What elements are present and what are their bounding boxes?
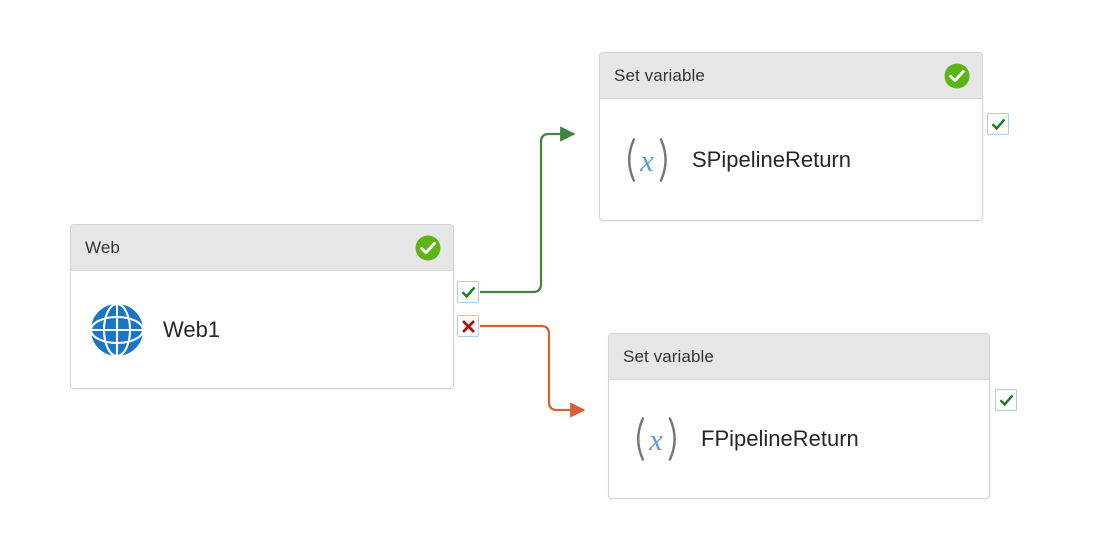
success-check-circle-icon [415,235,441,261]
node-body: x FPipelineReturn [609,380,989,498]
port-success-set-variable-failure[interactable] [995,389,1017,411]
node-label: SPipelineReturn [692,146,851,172]
node-header: Set variable [609,334,989,380]
node-title: Set variable [614,65,705,85]
port-success-set-variable-success[interactable] [987,113,1009,135]
node-label: FPipelineReturn [701,426,859,451]
success-check-circle-icon [944,63,970,89]
node-body: x SPipelineReturn [600,99,982,220]
cross-icon [461,319,475,333]
node-body: Web1 [71,271,453,388]
activity-node-set-variable-success[interactable]: Set variable x SPipelineReturn [599,52,983,221]
port-success-web[interactable] [457,281,479,303]
port-failure-web[interactable] [457,315,479,337]
node-header: Set variable [600,53,982,99]
svg-text:x: x [639,144,654,178]
variable-x-icon: x [627,411,683,467]
check-icon [991,118,1005,130]
activity-node-set-variable-failure[interactable]: Set variable x FPipelineReturn [608,333,990,499]
node-title: Set variable [623,346,714,366]
node-header: Web [71,225,453,271]
globe-icon [89,302,145,358]
activity-node-web[interactable]: Web Web1 [70,224,454,389]
node-title: Web [85,237,120,257]
edge-web-success[interactable] [480,126,576,294]
check-icon [999,394,1013,406]
svg-text:x: x [648,423,663,457]
check-icon [461,286,475,298]
node-label: Web1 [163,316,221,342]
edge-web-failure[interactable] [480,324,586,418]
variable-x-icon: x [618,132,674,188]
